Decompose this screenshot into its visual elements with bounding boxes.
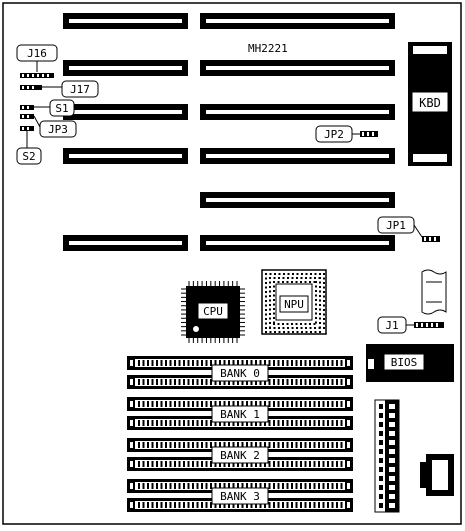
jumper-j17: J17 [20, 80, 99, 98]
power-connector [374, 399, 400, 513]
cpu-chip: CPU [181, 281, 245, 343]
jp2-label: JP2 [324, 128, 344, 141]
jumper-jp2: JP2 [315, 125, 378, 143]
simm-socket [127, 397, 353, 411]
simm-socket [127, 498, 353, 512]
s1-label: S1 [55, 102, 68, 115]
switch-s1: S1 [20, 99, 75, 117]
bank-label-box [211, 446, 269, 464]
jp1-label: JP1 [386, 219, 406, 232]
simm-socket [127, 438, 353, 452]
j1-label: J1 [385, 319, 398, 332]
rear-connector [420, 454, 454, 496]
simm-socket [127, 479, 353, 493]
battery [421, 269, 447, 315]
simm-socket [127, 375, 353, 389]
bank-label-box [211, 364, 269, 382]
jumper-jp1: JP1 [377, 216, 440, 242]
j16-label: J16 [27, 47, 47, 60]
connector-j1: J1 [377, 316, 444, 334]
j17-label: J17 [70, 83, 90, 96]
s2-label: S2 [22, 150, 35, 163]
kbd-label: KBD [419, 96, 441, 110]
jumper-j16: J16 [16, 44, 58, 78]
bios-label: BIOS [391, 356, 418, 369]
npu-chip: NPU [261, 269, 327, 335]
bios-chip: BIOS [366, 344, 454, 382]
jp3-label: JP3 [48, 123, 68, 136]
bank-label: BANK 2 [220, 449, 260, 462]
simm-socket [127, 356, 353, 370]
expansion-slots-left [63, 13, 188, 251]
npu-label: NPU [284, 298, 304, 311]
expansion-slots-right [200, 13, 395, 251]
bank-label: BANK 3 [220, 490, 260, 503]
bank-label-box [211, 487, 269, 505]
jumper-jp3: JP3 [20, 114, 77, 138]
switch-s2: S2 [16, 126, 42, 165]
bank-label: BANK 0 [220, 367, 260, 380]
bank-label-box [211, 405, 269, 423]
simm-socket [127, 416, 353, 430]
cpu-label: CPU [203, 305, 223, 318]
keyboard-connector: KBD [408, 42, 452, 166]
memory-banks: BANK 0 BANK 1 BANK 2 BANK 3 [127, 356, 353, 512]
simm-socket [127, 457, 353, 471]
board-model-label: MH2221 [248, 42, 288, 55]
bank-label: BANK 1 [220, 408, 260, 421]
